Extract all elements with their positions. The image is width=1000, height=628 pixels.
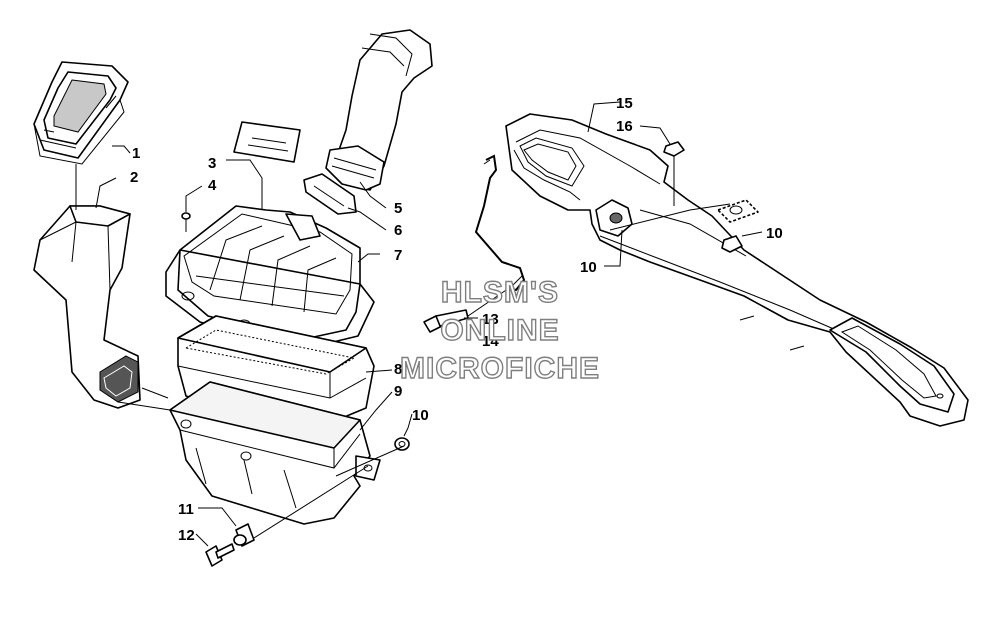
intake-boot [325, 29, 433, 191]
callout-6: 6 [394, 222, 402, 239]
callout-14: 14 [482, 333, 499, 350]
callout-1: 1 [132, 145, 140, 162]
intake-duct [33, 205, 141, 409]
nut-10-frame [721, 235, 743, 253]
callout-7: 7 [394, 247, 402, 264]
air-box-cover [165, 205, 375, 351]
bolt-16 [663, 141, 685, 206]
bolt-13-14 [423, 309, 469, 333]
leader-lines [75, 101, 763, 547]
watermark-line-3: MICROFICHE [400, 352, 600, 385]
bushing-11 [233, 523, 255, 547]
callout-10-frame-left: 10 [580, 259, 597, 276]
support-rod [474, 154, 526, 292]
callout-4: 4 [208, 177, 217, 194]
callout-10-base: 10 [412, 407, 429, 424]
screw-4 [181, 212, 191, 232]
callout-9: 9 [394, 383, 402, 400]
callout-5: 5 [394, 200, 402, 217]
callout-16: 16 [616, 118, 633, 135]
watermark-line-2: ONLINE [440, 314, 559, 347]
callout-10-frame-right: 10 [766, 225, 783, 242]
callout-8: 8 [394, 361, 402, 378]
watermark: HLSM'S ONLINE MICROFICHE [399, 275, 600, 385]
watermark-line-1: HLSM'S [441, 276, 559, 309]
grommet-10-base [394, 437, 410, 451]
callout-15: 15 [616, 95, 633, 112]
callout-3: 3 [208, 155, 216, 172]
intake-screen-cap [33, 61, 129, 165]
bolt-12 [205, 543, 235, 567]
washer-plate [717, 199, 759, 223]
air-box-base [169, 381, 381, 525]
callout-2: 2 [130, 169, 138, 186]
callout-12: 12 [178, 527, 195, 544]
callout-13: 13 [482, 311, 499, 328]
label-decal [233, 121, 301, 163]
frame-bracket [505, 113, 969, 427]
callout-11: 11 [178, 501, 194, 518]
clamp-ring [303, 173, 357, 215]
